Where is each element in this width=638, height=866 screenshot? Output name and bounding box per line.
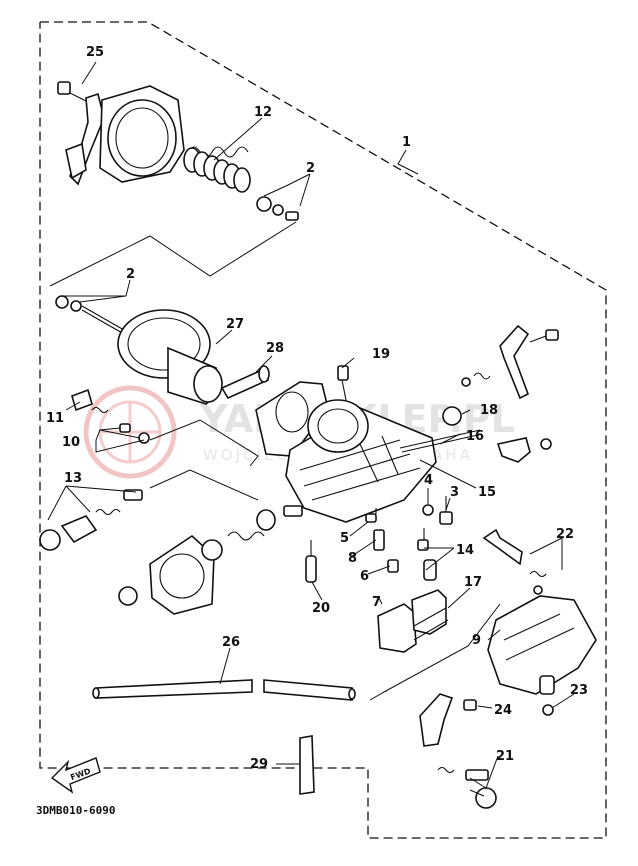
hose-26 [92,679,356,701]
label-2-top: 2 [306,161,315,176]
label-28: 28 [266,341,284,356]
fwd-arrow-icon: FWD [50,757,101,794]
label-5: 5 [340,531,349,546]
left-parts-group [39,388,259,551]
piston-group [55,295,270,405]
top-cover-group [49,81,299,287]
label-16: 16 [466,429,484,444]
label-26: 26 [222,635,240,650]
label-11: 11 [46,411,64,426]
label-22: 22 [556,527,574,542]
label-15: 15 [478,485,496,500]
label-14: 14 [456,543,474,558]
label-6: 6 [360,569,369,584]
label-9: 9 [472,633,481,648]
label-12: 12 [254,105,272,120]
label-29: 29 [250,757,268,772]
part-labels: 25 12 1 2 2 27 28 19 11 10 18 16 13 4 3 … [46,45,588,772]
spring-12 [183,146,251,193]
label-20: 20 [312,601,330,616]
label-10: 10 [62,435,80,450]
label-1: 1 [402,135,411,150]
part-29 [299,735,315,795]
label-8: 8 [348,551,357,566]
jets-group [305,508,437,583]
label-21: 21 [496,749,514,764]
lower-right-group [419,693,497,809]
float-17 [377,589,449,653]
label-25: 25 [86,45,104,60]
label-23: 23 [570,683,588,698]
label-3: 3 [450,485,459,500]
label-13: 13 [64,471,82,486]
float-bowl-9 [369,528,597,716]
label-19: 19 [372,347,390,362]
pump-cover-group [118,505,303,615]
label-2-needle: 2 [126,267,135,282]
label-27: 27 [226,317,244,332]
label-17: 17 [464,575,482,590]
label-4: 4 [424,473,433,488]
carburetor-body [255,324,559,525]
leader-lines [47,61,575,789]
label-24: 24 [494,703,512,718]
label-7: 7 [372,595,381,610]
drawing-code: 3DMB010-6090 [36,804,115,817]
label-18: 18 [480,403,498,418]
